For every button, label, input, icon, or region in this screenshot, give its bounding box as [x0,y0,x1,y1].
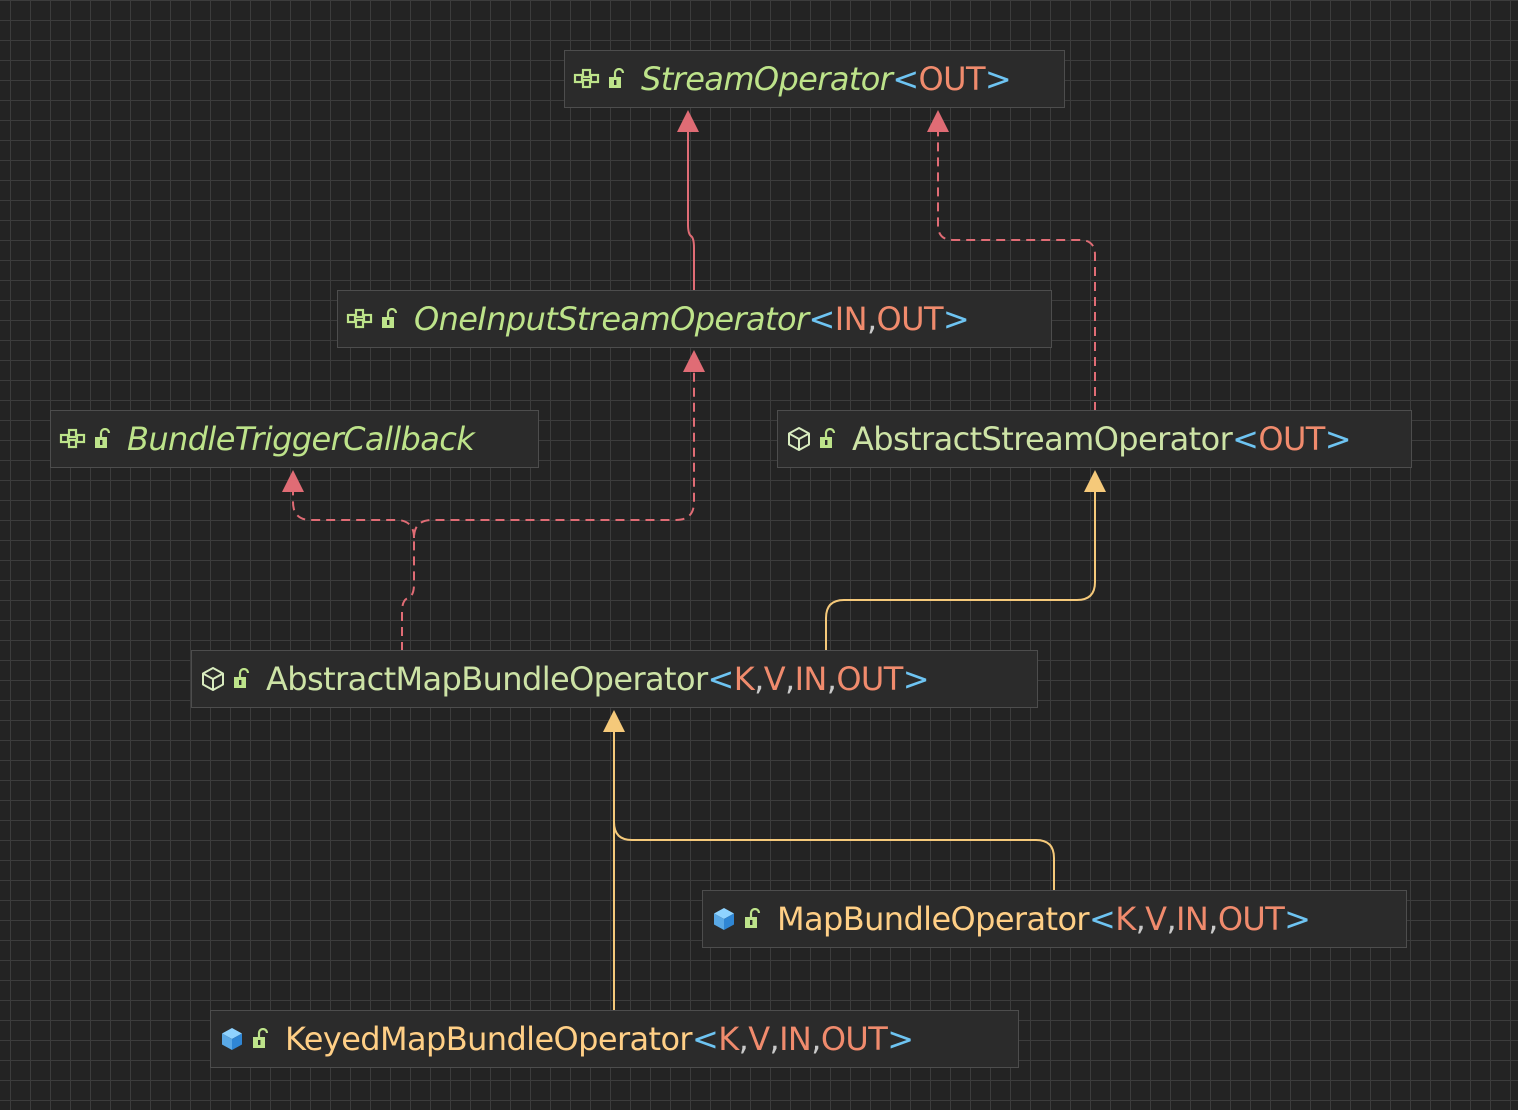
edge-abstractstream-to-streamoperator [927,110,1096,411]
interface-icon [573,68,601,90]
class-icon [711,906,737,932]
node-one-input-stream-operator[interactable]: OneInputStreamOperator<IN, OUT> [337,290,1052,348]
type-param-separator: , [769,1020,780,1058]
class-name: AbstractMapBundleOperator [266,660,708,698]
generic-open-bracket: < [707,660,735,698]
type-param: OUT [820,1020,888,1058]
abstract-class-icon [786,426,812,452]
type-param: OUT [1258,420,1325,458]
type-param-separator: , [866,300,877,338]
lock-icon [93,428,111,450]
class-name: AbstractStreamOperator [852,420,1233,458]
type-param: V [748,1020,770,1058]
type-param: IN [1176,900,1209,938]
generic-close-bracket: > [887,1020,914,1058]
generic-open-bracket: < [1232,420,1259,458]
node-icons [346,308,398,330]
node-stream-operator[interactable]: StreamOperator<OUT> [564,50,1065,108]
type-param: OUT [836,660,903,698]
node-icons [711,906,761,932]
generic-close-bracket: > [942,300,970,338]
edge-abstractmap-to-bundletrigger [282,470,415,539]
edge-abstractmap-to-oneinput [401,350,705,651]
node-icons [219,1026,269,1052]
type-param: OUT [918,60,986,98]
class-name: BundleTriggerCallback [127,420,475,458]
node-abstract-map-bundle-operator[interactable]: AbstractMapBundleOperator<K, V, IN, OUT> [191,650,1038,708]
type-param: OUT [1217,900,1285,938]
generic-open-bracket: < [1088,900,1116,938]
lock-icon [743,908,761,930]
node-keyed-map-bundle-operator[interactable]: KeyedMapBundleOperator<K, V, IN, OUT> [210,1010,1019,1068]
node-icons [200,666,250,692]
type-param: K [1115,900,1136,938]
type-param-separator: , [826,660,837,698]
lock-icon [818,428,836,450]
type-param: V [1145,900,1167,938]
node-icons [573,68,625,90]
type-param-separator: , [1135,900,1146,938]
node-map-bundle-operator[interactable]: MapBundleOperator<K, V, IN, OUT> [702,890,1407,948]
node-abstract-stream-operator[interactable]: AbstractStreamOperator<OUT> [777,410,1412,468]
type-param-separator: , [1166,900,1177,938]
type-param: K [718,1020,739,1058]
type-param: IN [794,660,828,698]
edge-mapbundle-to-abstractmap [613,732,1055,891]
generic-close-bracket: > [1324,420,1352,458]
type-param: K [733,660,755,698]
type-param-separator: , [1208,900,1218,938]
type-param-separator: , [754,660,764,698]
lock-icon [607,68,625,90]
interface-icon [59,428,87,450]
lock-icon [251,1028,269,1050]
class-name: MapBundleOperator [777,900,1090,938]
node-icons [786,426,836,452]
type-param: IN [834,300,868,338]
edge-abstractmap-to-abstractstream [825,470,1106,651]
generic-open-bracket: < [808,300,836,338]
generic-close-bracket: > [902,660,930,698]
class-name: OneInputStreamOperator [414,300,809,338]
generic-close-bracket: > [1284,900,1311,938]
type-param-separator: , [738,1020,749,1058]
generic-open-bracket: < [892,60,919,98]
class-icon [219,1026,245,1052]
type-param-separator: , [785,660,795,698]
type-param-separator: , [811,1020,821,1058]
class-name: KeyedMapBundleOperator [285,1020,693,1058]
type-param: OUT [876,300,944,338]
node-bundle-trigger-callback[interactable]: BundleTriggerCallback [50,410,539,468]
type-param: V [763,660,786,698]
abstract-class-icon [200,666,226,692]
edge-oneinput-to-streamoperator [677,110,699,291]
generic-open-bracket: < [692,1020,719,1058]
type-param: IN [779,1020,812,1058]
generic-close-bracket: > [984,60,1012,98]
node-icons [59,428,111,450]
lock-icon [380,308,398,330]
interface-icon [346,308,374,330]
class-name: StreamOperator [641,60,893,98]
lock-icon [232,668,250,690]
